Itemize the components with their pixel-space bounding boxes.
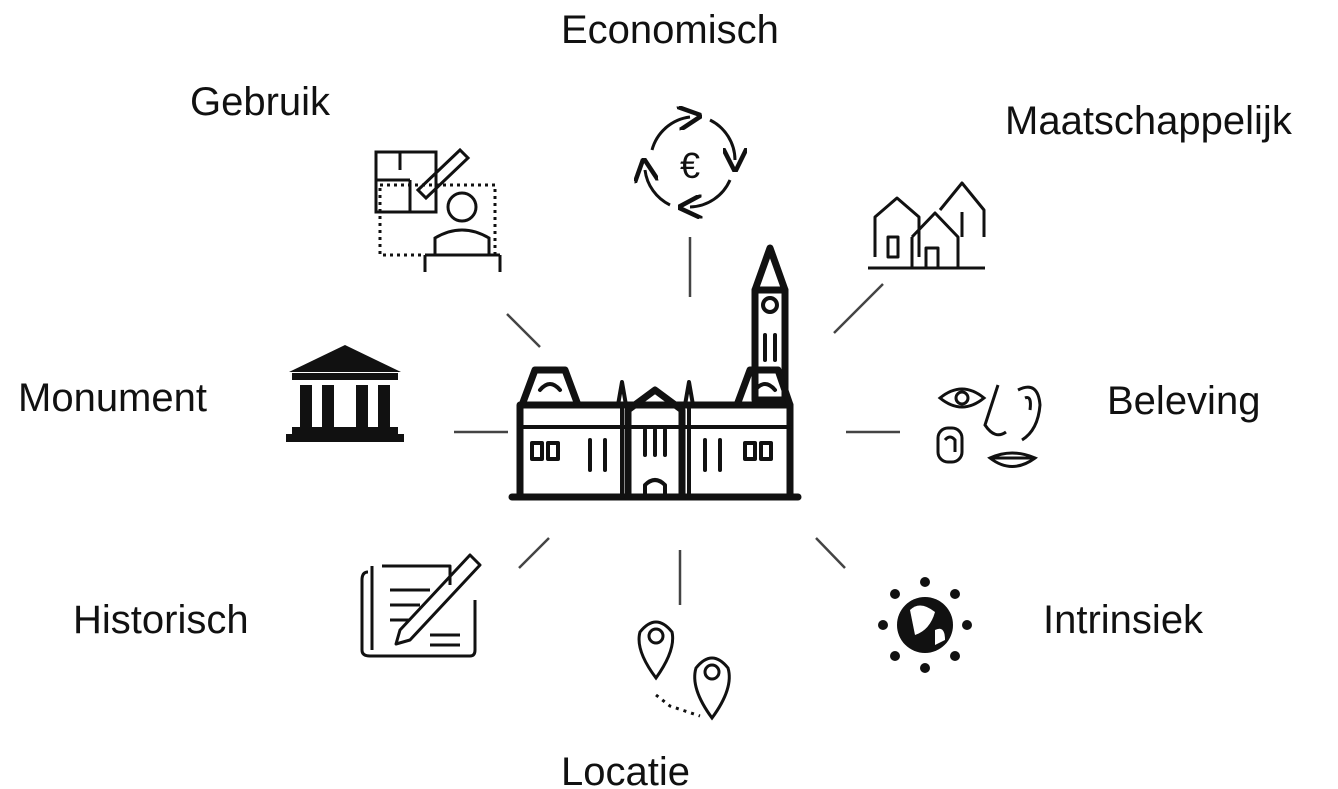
town-hall-icon bbox=[508, 244, 802, 501]
label-locatie: Locatie bbox=[561, 750, 690, 789]
label-economisch: Economisch bbox=[561, 8, 779, 52]
houses-icon bbox=[868, 181, 986, 270]
connector-intrinsiek bbox=[815, 537, 846, 569]
connector-maatschappelijk bbox=[833, 283, 884, 334]
label-beleving: Beleving bbox=[1107, 379, 1261, 423]
label-historisch: Historisch bbox=[73, 598, 249, 642]
label-monument: Monument bbox=[18, 376, 207, 420]
floorplan-architect-icon bbox=[374, 147, 502, 272]
label-maatschappelijk: Maatschappelijk bbox=[1005, 99, 1292, 143]
senses-icon bbox=[936, 384, 1042, 468]
document-pen-icon bbox=[360, 553, 482, 658]
connector-historisch bbox=[518, 537, 550, 569]
connector-gebruik bbox=[506, 313, 541, 348]
label-intrinsiek: Intrinsiek bbox=[1043, 598, 1204, 642]
map-pins-icon bbox=[637, 620, 731, 721]
connector-lines bbox=[454, 237, 900, 605]
globe-people-icon bbox=[878, 577, 972, 673]
label-gebruik: Gebruik bbox=[190, 80, 331, 124]
euro-cycle-icon: € bbox=[645, 117, 735, 207]
svg-text:€: € bbox=[680, 145, 700, 186]
classical-building-icon bbox=[286, 345, 404, 442]
